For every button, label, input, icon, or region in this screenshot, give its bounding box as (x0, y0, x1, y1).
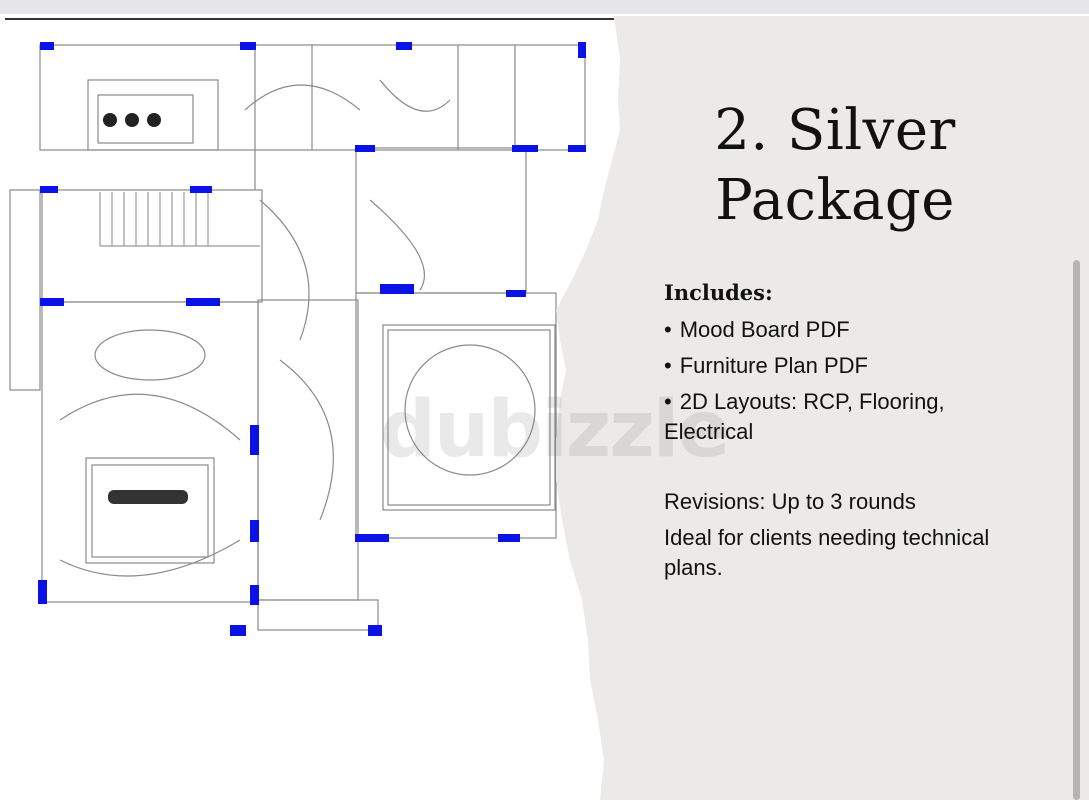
include-item: •Mood Board PDF (664, 317, 850, 342)
include-item: •Furniture Plan PDF (664, 353, 868, 378)
top-bar (0, 0, 1089, 14)
scrollbar[interactable] (1073, 260, 1080, 800)
revisions-text: Revisions: Up to 3 rounds (664, 489, 916, 514)
package-title: 2. Silver Package (620, 96, 1050, 236)
include-item-label: Mood Board PDF (679, 317, 850, 342)
includes-label: Includes: (664, 280, 773, 305)
title-line-1: 2. Silver (714, 98, 956, 163)
include-item-label: 2D Layouts: RCP, Flooring, Electrical (664, 389, 945, 444)
include-item: •2D Layouts: RCP, Flooring, Electrical (664, 389, 945, 444)
package-details: Includes: •Mood Board PDF •Furniture Pla… (664, 280, 994, 589)
title-line-2: Package (715, 168, 955, 233)
ideal-for-text: Ideal for clients needing technical plan… (664, 525, 990, 580)
include-item-label: Furniture Plan PDF (679, 353, 868, 378)
watermark-logo: dubizzle (380, 385, 730, 475)
